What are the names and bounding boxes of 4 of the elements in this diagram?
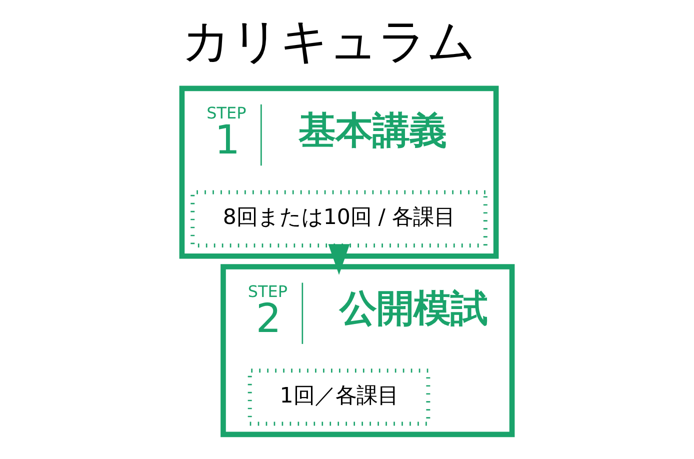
diagram-title: カリキュラム xyxy=(182,14,476,70)
arrow xyxy=(328,244,350,275)
node-box: 8回または10回 / 各課目 xyxy=(190,190,488,248)
node-box: 1回／各課目 xyxy=(248,368,430,426)
